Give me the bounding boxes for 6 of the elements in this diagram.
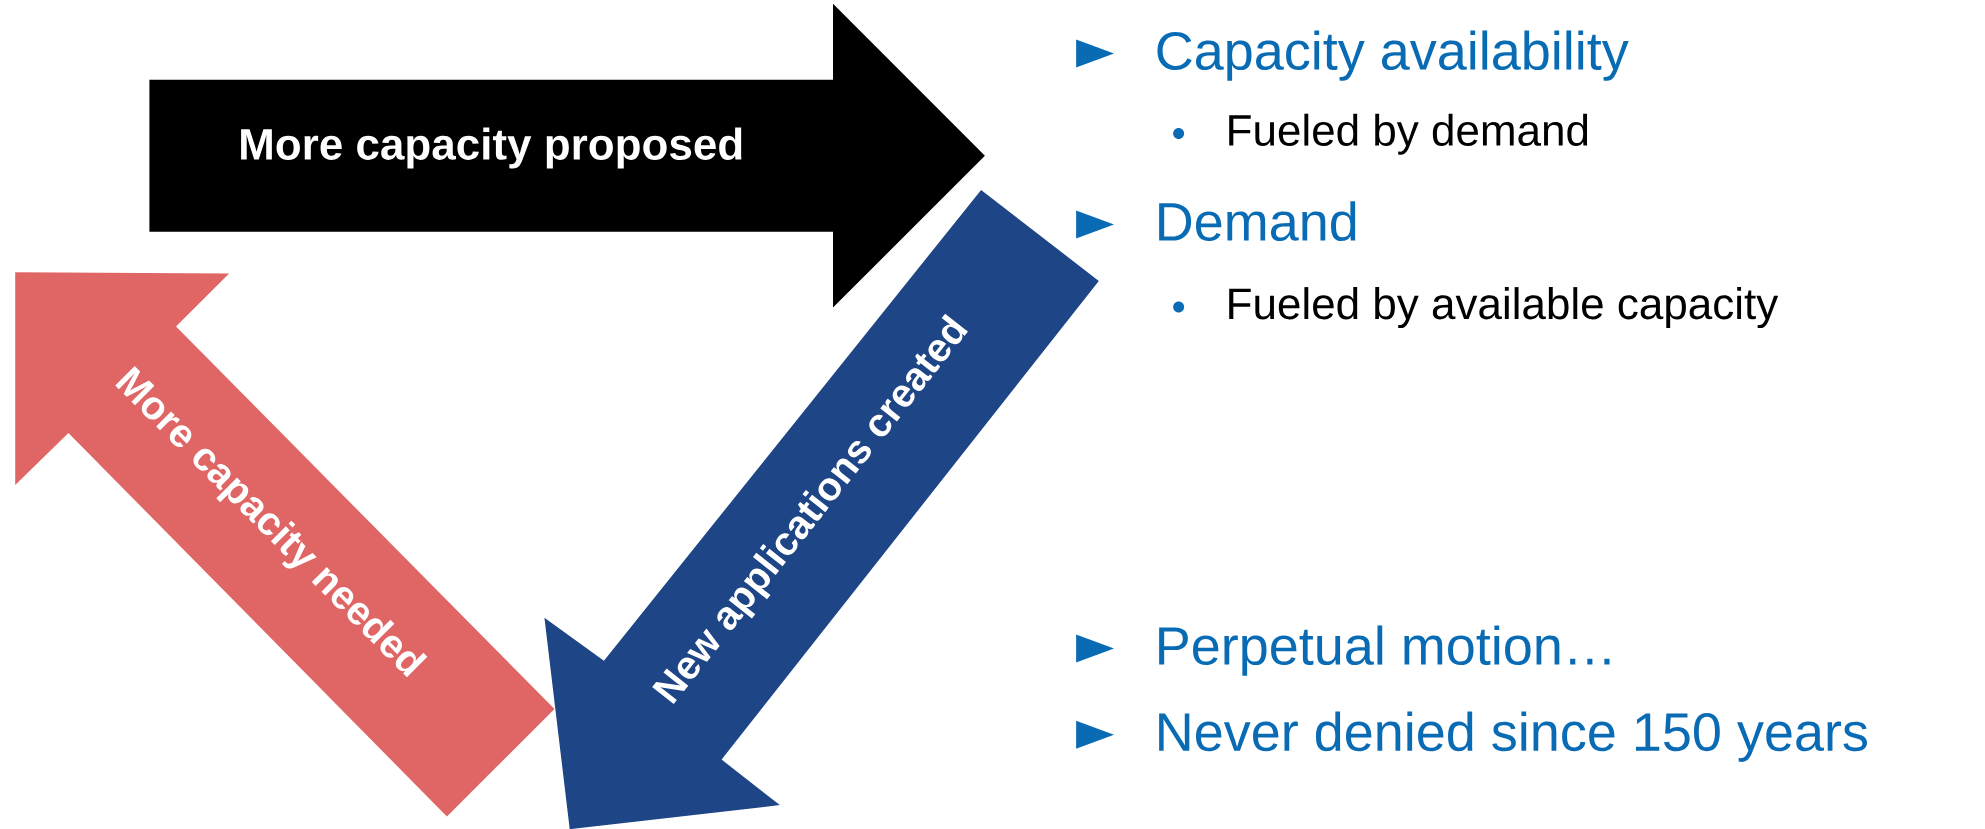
bullet-text: Fueled by demand — [1229, 113, 1588, 155]
bullet-heading: Capacity availability — [1157, 30, 1629, 81]
bullet-heading: Never denied since 150 years — [1159, 711, 1867, 762]
bullet-heading: Perpetual motion… — [1159, 625, 1610, 676]
bullet-text: Fueled by available capacity — [1229, 287, 1779, 329]
bullet-heading: Demand — [1159, 201, 1356, 241]
